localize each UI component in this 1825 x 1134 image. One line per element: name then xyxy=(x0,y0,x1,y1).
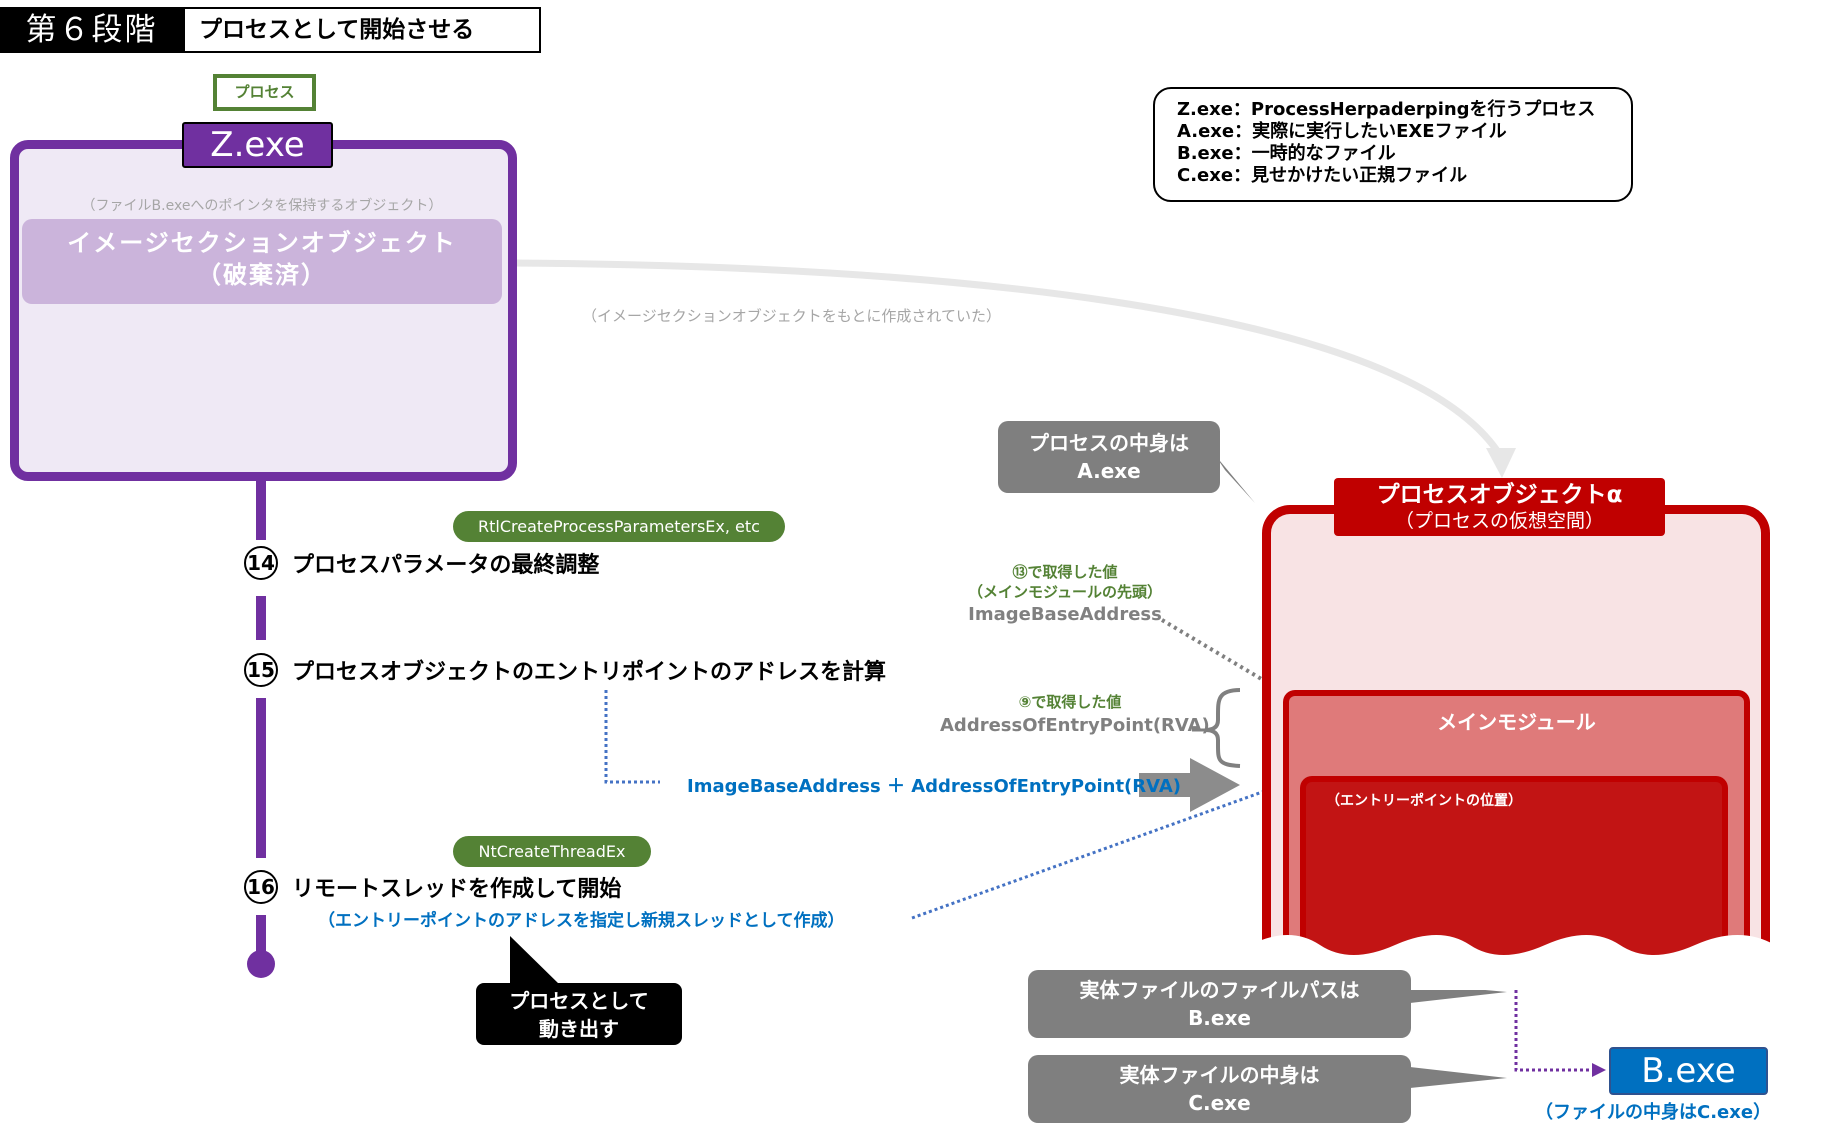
image-section-object: イメージセクションオブジェクト （破棄済） xyxy=(22,219,502,304)
entry-rva-annotation: ⑨で取得した値 AddressOfEntryPoint(RVA) xyxy=(940,690,1210,738)
legend-item: A.exe：実際に実行したいEXEファイル xyxy=(1177,121,1507,142)
b-exe-note: （ファイルの中身はC.exe） xyxy=(1535,1102,1772,1123)
entry-rva-source: ⑨で取得した値 xyxy=(1018,693,1122,711)
api-pill-16: NtCreateThreadEx xyxy=(453,836,651,867)
legend-item: Z.exe：ProcessHerpaderpingを行うプロセス xyxy=(1177,99,1596,120)
image-base-name: ImageBaseAddress xyxy=(968,604,1162,625)
step-14: 14 プロセスパラメータの最終調整 xyxy=(244,546,599,580)
b-exe-file: B.exe xyxy=(1609,1047,1768,1095)
callout-line: 動き出す xyxy=(539,1017,619,1041)
entry-point-label: （エントリーポイントの位置） xyxy=(1326,793,1522,809)
image-base-source: ⑬で取得した値 xyxy=(1012,563,1118,581)
timeline-segment xyxy=(256,915,266,965)
starts-callout: プロセスとして 動き出す xyxy=(476,983,682,1045)
arc-note: （イメージセクションオブジェクトをもとに作成されていた） xyxy=(582,307,1001,325)
step-16-detail: （エントリーポイントのアドレスを指定し新規スレッドとして作成） xyxy=(318,911,845,931)
rva-brace xyxy=(1204,688,1241,768)
image-section-status: （破棄済） xyxy=(197,261,327,289)
entry-rva-name: AddressOfEntryPoint(RVA) xyxy=(940,715,1210,736)
process-content-callout: プロセスの中身は A.exe xyxy=(998,421,1220,493)
step-title: プロセスパラメータの最終調整 xyxy=(292,553,600,578)
main-module-label: メインモジュール xyxy=(1437,710,1596,734)
step-number: 16 xyxy=(244,870,278,904)
calc-result-arrow xyxy=(1139,758,1240,812)
legend-item: B.exe：一時的なファイル xyxy=(1177,143,1396,164)
backing-file-link xyxy=(1514,960,1592,1072)
process-object-header: プロセスオブジェクトα （プロセスの仮想空間） xyxy=(1334,478,1665,536)
api-pill-14: RtlCreateProcessParametersEx, etc xyxy=(453,511,785,542)
callout-line: 実体ファイルのファイルパスは xyxy=(1079,978,1360,1002)
step-number: 14 xyxy=(244,546,278,580)
z-process-name: Z.exe xyxy=(182,122,333,168)
process-object-title: プロセスオブジェクトα xyxy=(1376,482,1623,508)
timeline-segment xyxy=(256,698,266,858)
image-base-desc: （メインモジュールの先頭） xyxy=(968,583,1162,601)
callout-line: A.exe xyxy=(1077,459,1141,483)
callout-line: B.exe xyxy=(1188,1006,1251,1030)
image-section-note: （ファイルB.exeへのポインタを保持するオブジェクト） xyxy=(81,198,443,214)
step-title: プロセスオブジェクトのエントリポイントのアドレスを計算 xyxy=(292,660,887,685)
thread-entry-link xyxy=(911,780,1291,920)
step-15: 15 プロセスオブジェクトのエントリポイントのアドレスを計算 xyxy=(244,653,886,687)
timeline-segment xyxy=(256,596,266,640)
process-object-subtitle: （プロセスの仮想空間） xyxy=(1394,510,1604,532)
derived-from-arrow xyxy=(501,259,1503,457)
entry-point-box: （エントリーポイントの位置） xyxy=(1300,776,1728,976)
image-section-title: イメージセクションオブジェクト xyxy=(67,229,457,257)
file-path-callout: 実体ファイルのファイルパスは B.exe xyxy=(1028,970,1411,1038)
callout-line: 実体ファイルの中身は xyxy=(1119,1063,1320,1087)
z-process-box xyxy=(10,140,517,481)
timeline-segment xyxy=(256,480,266,540)
stage-title: プロセスとして開始させる xyxy=(183,7,541,53)
callout-line: プロセスとして xyxy=(509,989,649,1013)
legend-box: Z.exe：ProcessHerpaderpingを行うプロセス A.exe：実… xyxy=(1153,87,1633,202)
stage-label: 第６段階 xyxy=(0,7,183,53)
step-number: 15 xyxy=(244,653,278,687)
callout-line: C.exe xyxy=(1188,1091,1251,1115)
derived-from-arrowhead xyxy=(1486,448,1516,478)
step15-formula-link xyxy=(604,690,660,784)
calc-formula: ImageBaseAddress ＋ AddressOfEntryPoint(R… xyxy=(687,776,1181,797)
process-type-tag: プロセス xyxy=(213,74,316,111)
timeline-end-dot xyxy=(247,950,275,978)
legend-item: C.exe：見せかけたい正規ファイル xyxy=(1177,165,1468,186)
step-title: リモートスレッドを作成して開始 xyxy=(292,877,622,902)
step-16: 16 リモートスレッドを作成して開始 xyxy=(244,870,621,904)
callout-line: プロセスの中身は xyxy=(1029,431,1189,455)
image-base-annotation: ⑬で取得した値 （メインモジュールの先頭） ImageBaseAddress xyxy=(940,562,1190,628)
file-content-callout: 実体ファイルの中身は C.exe xyxy=(1028,1055,1411,1123)
